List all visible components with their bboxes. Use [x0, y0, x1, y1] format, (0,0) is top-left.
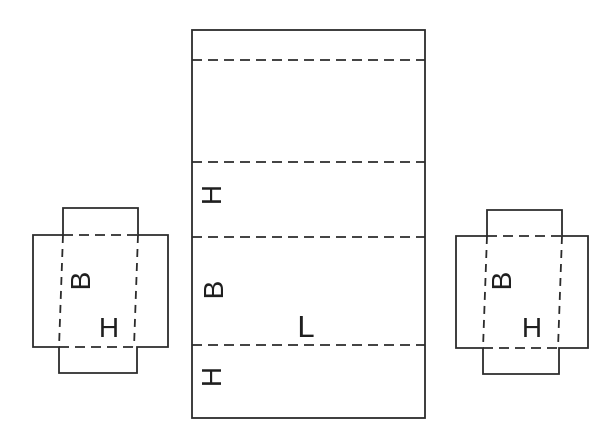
- left-end-blank: [32, 207, 169, 374]
- main-blank: [191, 29, 426, 419]
- diagram-linework: [32, 29, 589, 419]
- left-end-width-label: B: [65, 272, 96, 291]
- left-end-fold-left-side: [58, 234, 64, 348]
- main-blank-outline: [191, 29, 426, 419]
- main-upper-height-label: H: [196, 185, 227, 205]
- right-end-height-label: H: [522, 312, 542, 343]
- main-base-width-label: B: [198, 281, 229, 300]
- right-end-fold-right-side: [557, 235, 563, 349]
- main-length-label: L: [297, 309, 314, 344]
- left-end-fold-right-side: [133, 234, 139, 348]
- left-end-height-label: H: [99, 312, 119, 343]
- main-lower-height-label: H: [196, 367, 227, 387]
- right-end-width-label: B: [486, 272, 517, 291]
- diagram-labels: H B L H B H B H: [65, 185, 542, 387]
- right-end-blank: [455, 209, 589, 375]
- right-end-fold-left-side: [482, 235, 488, 349]
